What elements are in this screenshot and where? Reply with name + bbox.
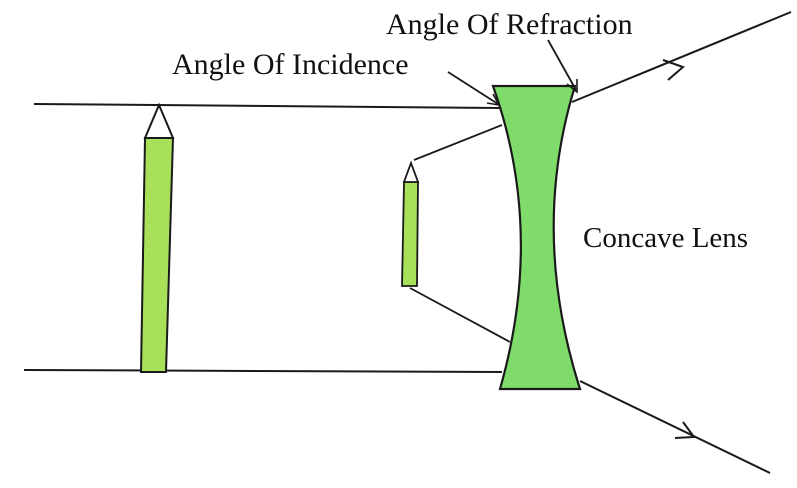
incidence-pointer (447, 71, 499, 105)
refracted-ray-bottom (579, 380, 771, 474)
incident-ray-top (33, 103, 501, 109)
angle-of-incidence-label: Angle Of Incidence (172, 48, 409, 81)
angle-of-refraction-label: Angle Of Refraction (386, 8, 633, 41)
refraction-pointer (547, 39, 577, 91)
image-pencil-body (401, 181, 419, 287)
refracted-ray-top (571, 11, 792, 103)
concave-lens-label: Concave Lens (583, 222, 749, 254)
incident-ray-bottom (23, 369, 503, 373)
concave-lens (491, 84, 582, 391)
arrowhead-bottom (674, 421, 696, 439)
image-line-bottom (409, 287, 511, 343)
image-pencil (401, 160, 420, 287)
arrowhead-top (662, 59, 685, 81)
image-line-top (413, 124, 503, 161)
object-pencil (139, 102, 175, 373)
image-pencil-tip (402, 160, 420, 183)
